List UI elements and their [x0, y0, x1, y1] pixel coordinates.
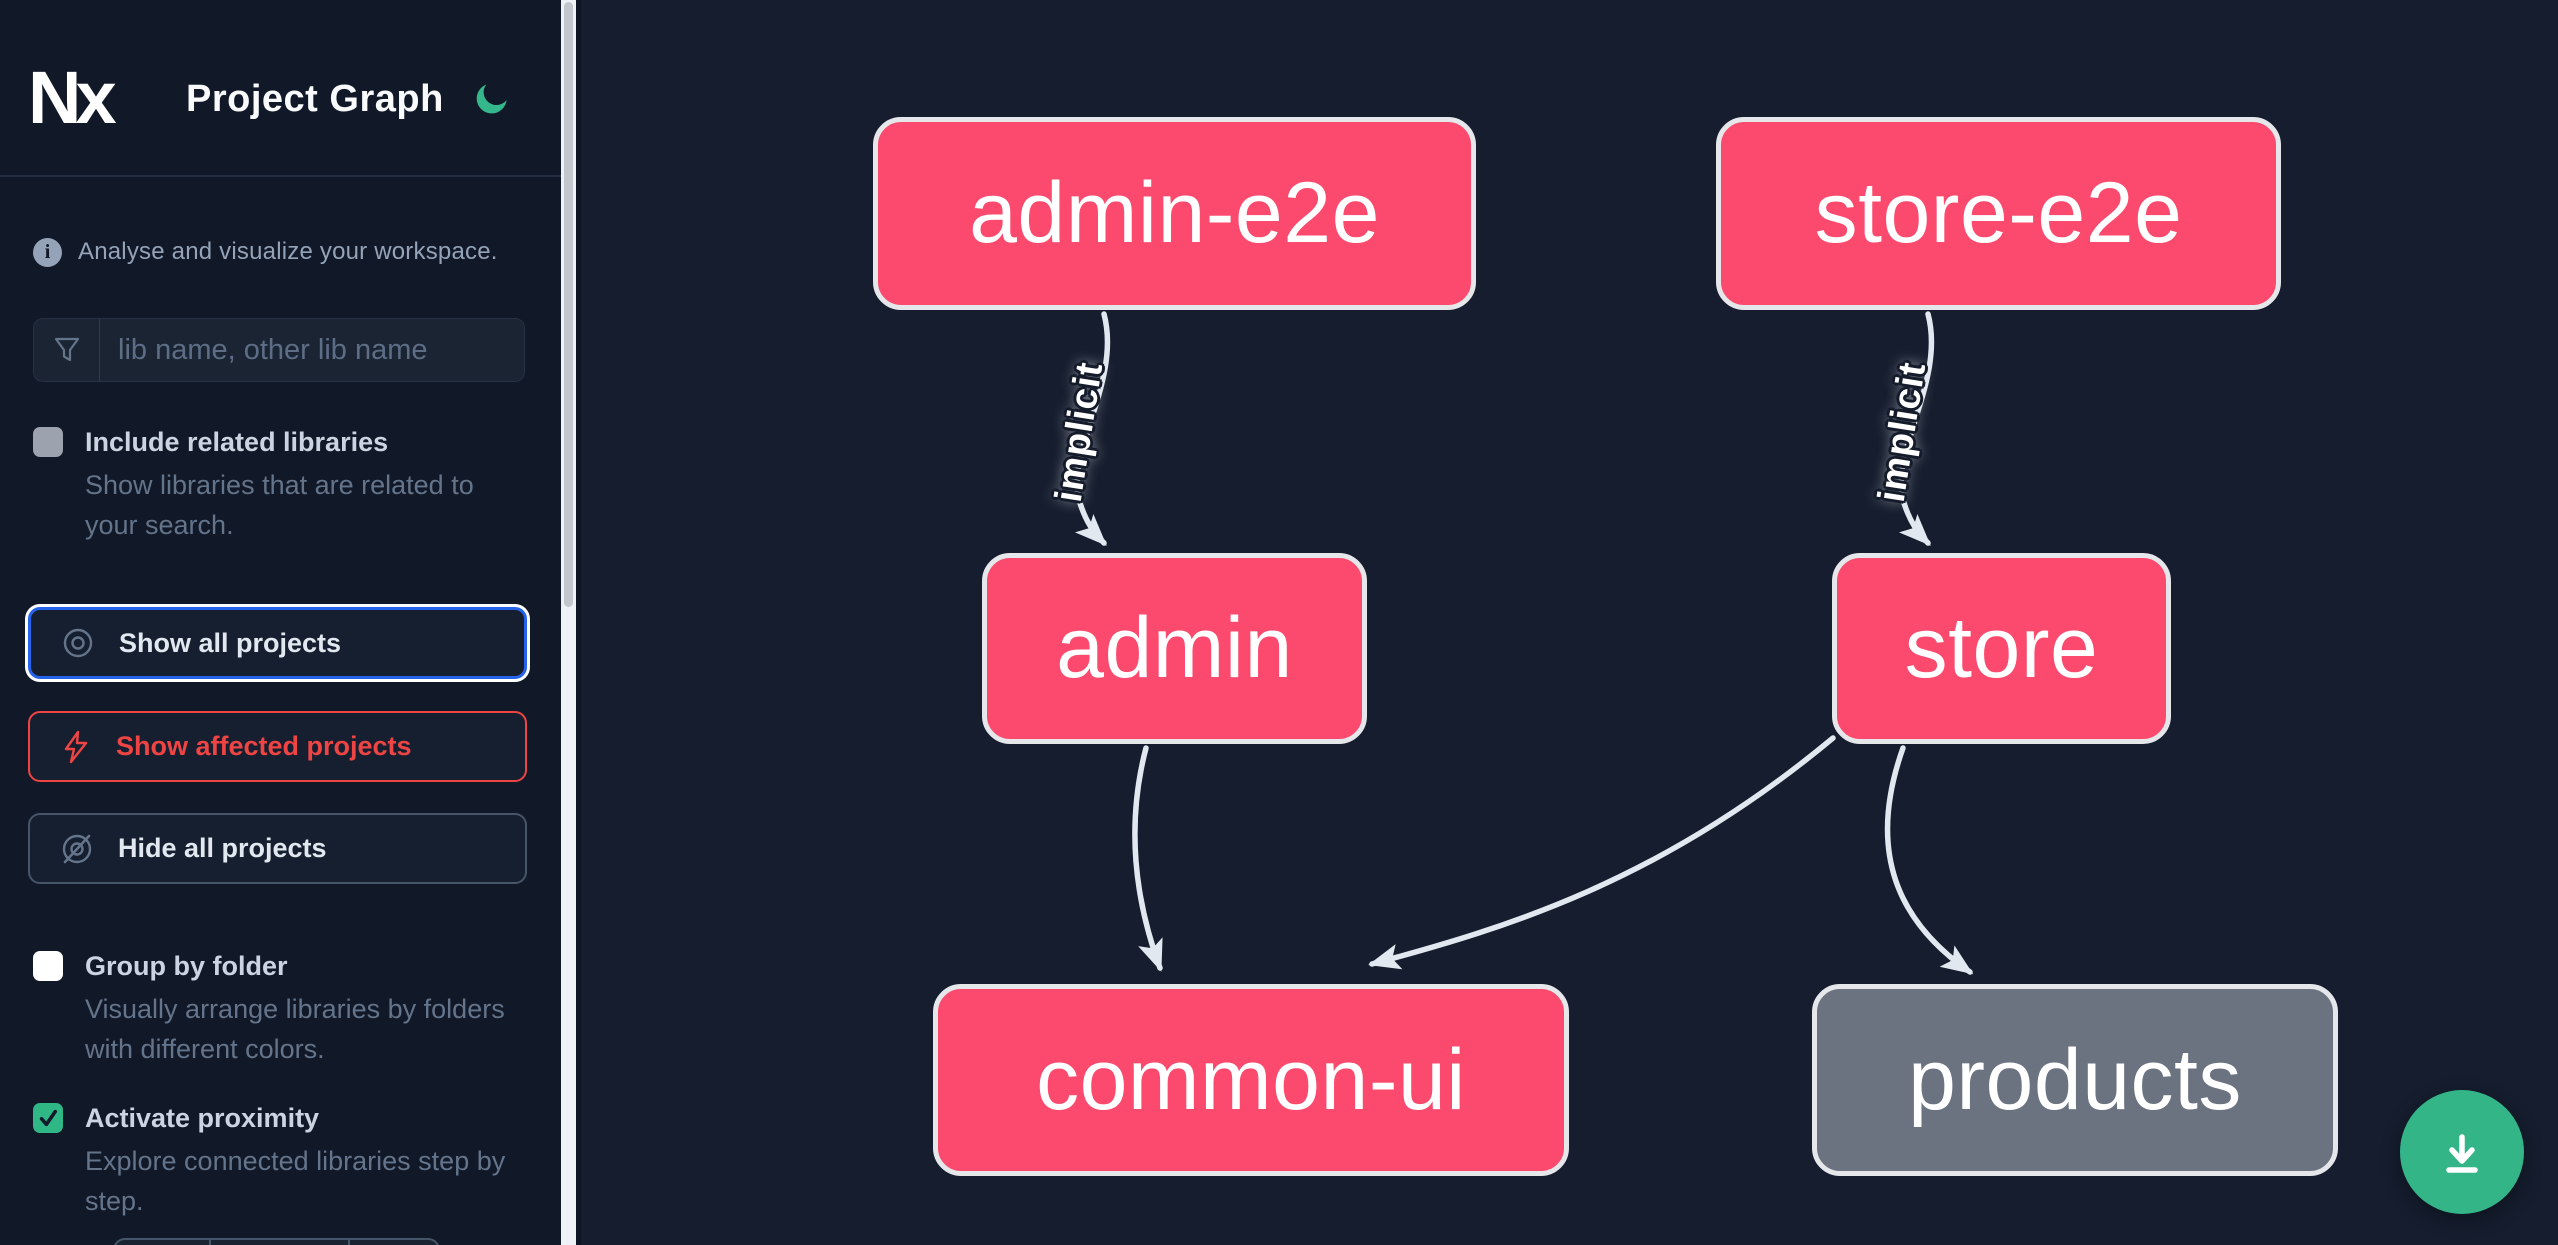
sidebar: Nx Project Graph i Analyse and visualize… [0, 0, 561, 1245]
graph-node-products[interactable]: products [1812, 984, 2338, 1176]
activate-proximity-option: Activate proximity Explore connected lib… [33, 1101, 528, 1221]
download-graph-button[interactable] [2400, 1090, 2524, 1214]
check-icon [39, 1109, 57, 1127]
info-icon: i [33, 237, 62, 267]
nx-logo-text: Nx [28, 56, 117, 139]
show-affected-projects-button[interactable]: Show affected projects [28, 711, 527, 782]
sidebar-header: Nx Project Graph [0, 0, 561, 176]
node-label: admin [1056, 600, 1293, 696]
search-box [33, 318, 525, 382]
bolt-icon [64, 730, 88, 763]
filter-icon-segment [34, 319, 100, 381]
search-input[interactable] [100, 319, 524, 381]
header-divider [0, 175, 561, 177]
graph-node-store-e2e[interactable]: store-e2e [1716, 117, 2281, 310]
eye-icon [63, 628, 93, 658]
dark-mode-toggle[interactable] [473, 78, 515, 120]
page-title: Project Graph [186, 78, 444, 120]
group-by-folder-description: Visually arrange libraries by folders wi… [85, 994, 505, 1064]
hide-all-projects-label: Hide all projects [118, 833, 327, 863]
download-icon [2446, 1134, 2478, 1173]
proximity-depth-control [113, 1238, 440, 1245]
activate-proximity-checkbox[interactable] [33, 1103, 63, 1133]
show-all-projects-button[interactable]: Show all projects [28, 607, 527, 679]
activate-proximity-description: Explore connected libraries step by step… [85, 1146, 506, 1216]
include-related-checkbox[interactable] [33, 427, 63, 457]
node-label: common-ui [1036, 1031, 1466, 1128]
proximity-decrement-button[interactable] [115, 1240, 209, 1245]
group-by-folder-option: Group by folder Visually arrange librari… [33, 949, 528, 1069]
sidebar-scrollbar-thumb[interactable] [564, 2, 573, 607]
proximity-increment-button[interactable] [348, 1240, 438, 1245]
node-label: store-e2e [1814, 165, 2183, 261]
intro-text: Analyse and visualize your workspace. [78, 238, 498, 265]
include-related-option: Include related libraries Show libraries… [33, 425, 528, 545]
nx-logo: Nx [28, 58, 138, 138]
filter-icon [54, 337, 79, 362]
sidebar-scrollbar-track[interactable] [561, 0, 576, 1245]
node-label: store [1904, 600, 2099, 696]
eye-off-icon [62, 834, 92, 863]
node-label: admin-e2e [969, 165, 1380, 261]
graph-node-admin[interactable]: admin [982, 553, 1367, 744]
include-related-description: Show libraries that are related to your … [85, 470, 474, 540]
graph-node-admin-e2e[interactable]: admin-e2e [873, 117, 1476, 310]
group-by-folder-checkbox[interactable] [33, 951, 63, 981]
show-affected-projects-label: Show affected projects [116, 731, 412, 761]
include-related-label: Include related libraries [85, 427, 389, 457]
node-label: products [1908, 1031, 2242, 1128]
group-by-folder-label: Group by folder [85, 951, 288, 981]
graph-node-common-ui[interactable]: common-ui [933, 984, 1569, 1176]
graph-node-store[interactable]: store [1832, 553, 2171, 744]
proximity-value-segment [209, 1240, 348, 1245]
hide-all-projects-button[interactable]: Hide all projects [28, 813, 527, 884]
activate-proximity-label: Activate proximity [85, 1103, 320, 1133]
moon-icon [476, 84, 507, 114]
show-all-projects-label: Show all projects [119, 627, 342, 658]
intro-row: i Analyse and visualize your workspace. [33, 235, 533, 269]
